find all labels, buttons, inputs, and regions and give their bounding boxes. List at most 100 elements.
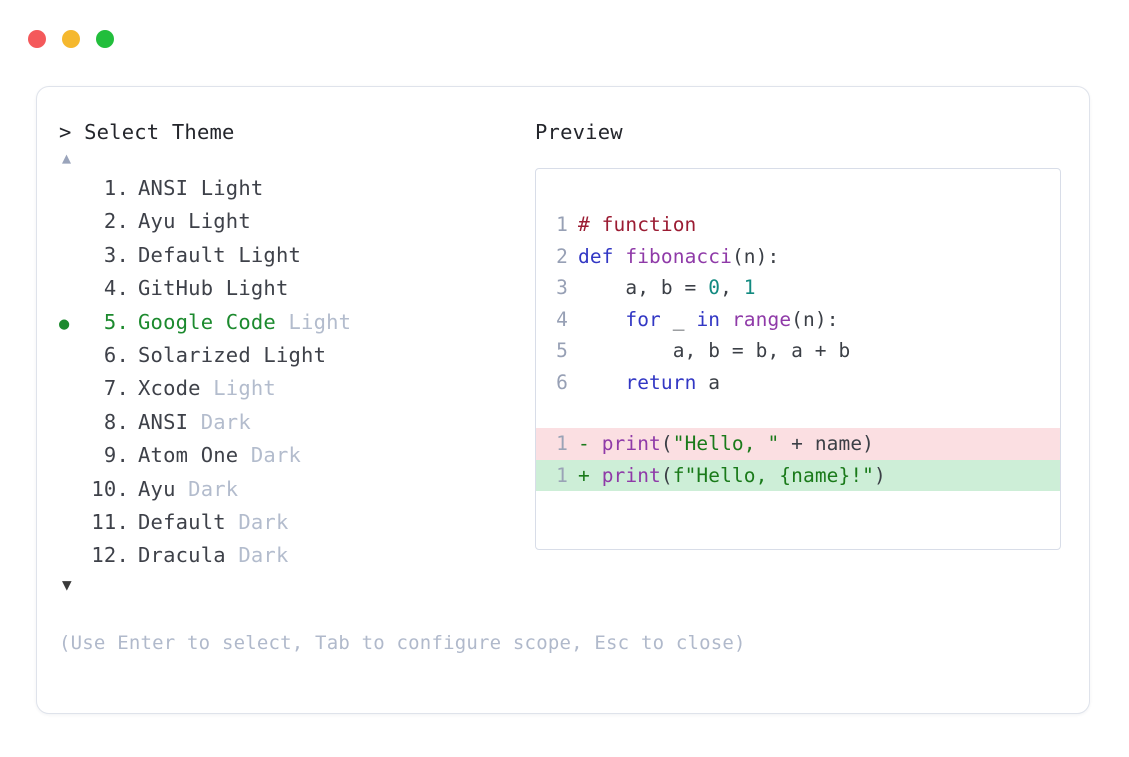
theme-list-item[interactable]: ●10. Ayu Dark (59, 474, 519, 507)
theme-item-index: 4. (103, 276, 129, 301)
code-token-fn: print (601, 432, 661, 455)
theme-list-item[interactable]: ●11.Default Dark (59, 507, 519, 540)
code-token-plain: ) (874, 463, 886, 487)
code-token-kw: in (696, 307, 721, 331)
minimize-button[interactable] (62, 30, 80, 48)
theme-item-index: 5. (103, 309, 129, 334)
theme-list-item[interactable]: ●8.ANSI Dark (59, 407, 519, 440)
code-line: 3 a, b = 0, 1 (536, 272, 1060, 304)
code-token-plain: a (696, 370, 721, 394)
bullet-placeholder: ● (59, 442, 85, 473)
code-line-number: 4 (556, 307, 568, 331)
theme-item-index: 11. (91, 510, 129, 535)
theme-list-item[interactable]: ● 9. Atom One Dark (59, 440, 519, 473)
theme-item-variant: Dark (238, 510, 289, 535)
code-line-number: 1 (556, 463, 568, 487)
prompt-label: > Select Theme (59, 120, 235, 144)
code-line-text: def fibonacci(n): (578, 241, 779, 273)
bullet-placeholder: ● (59, 476, 85, 507)
theme-list-item[interactable]: ●2.Ayu Light (59, 206, 519, 239)
theme-item-name: GitHub (138, 276, 226, 301)
bullet-placeholder: ● (59, 275, 85, 306)
code-token-str: f"Hello, {name}!" (672, 463, 875, 487)
theme-list-item[interactable]: ●7.Xcode Light (59, 373, 519, 406)
code-line-text: for _ in range(n): (578, 304, 839, 336)
theme-item-index: 10. (91, 476, 129, 501)
theme-item-variant: Dark (238, 543, 289, 568)
code-token-plain: a, b = b, a + b (578, 339, 851, 362)
diff-line-added: 1 + print(f"Hello, {name}!") (536, 459, 1060, 492)
theme-list-item[interactable]: ●3.Default Light (59, 240, 519, 273)
theme-list-item[interactable]: ●5.Google Code Light (59, 307, 519, 340)
theme-item-index: 8. (103, 409, 129, 434)
bullet-placeholder: ● (59, 509, 85, 540)
theme-list[interactable]: ●1.ANSI Light●2.Ayu Light●3.Default Ligh… (59, 173, 519, 574)
theme-item-name: Solarized (138, 343, 264, 368)
theme-item-name: ANSI (138, 409, 201, 434)
bullet-placeholder: ● (59, 242, 85, 273)
theme-item-variant: Dark (188, 476, 239, 501)
code-line-text: a, b = b, a + b (578, 335, 851, 367)
code-token-fn: print (601, 463, 661, 487)
diff-line-removed: 1- print("Hello, " + name) (536, 428, 1060, 460)
code-line-number: 1 (556, 432, 568, 455)
theme-item-variant: Dark (250, 443, 302, 468)
preview-title: Preview (535, 120, 623, 144)
theme-item-name: ANSI (138, 176, 201, 200)
code-token-plain (578, 371, 625, 394)
theme-item-index: 9. (103, 443, 129, 468)
diff-block: 1- print("Hello, " + name)1+ print(f"Hel… (536, 428, 1060, 491)
theme-picker-panel: > Select Theme ▲ ●1.ANSI Light●2.Ayu Lig… (59, 117, 519, 596)
theme-list-item[interactable]: ● 6. Solarized Light (59, 340, 519, 373)
bullet-placeholder: ● (59, 542, 85, 573)
theme-list-item[interactable]: ●12.Dracula Dark (59, 540, 519, 573)
code-line: 5 a, b = b, a + b (536, 335, 1060, 367)
keyboard-hint-text: (Use Enter to select, Tab to configure s… (59, 632, 746, 654)
bullet-placeholder: ● (59, 208, 85, 239)
code-token-plain (578, 308, 625, 331)
theme-item-name: Default (138, 242, 239, 267)
code-token-fn: fibonacci (625, 244, 732, 268)
maximize-button[interactable] (96, 30, 114, 48)
theme-list-item[interactable]: ● 4. GitHub Light (59, 273, 519, 306)
theme-item-name: Atom One (138, 443, 251, 468)
theme-item-name: Ayu (138, 476, 189, 501)
theme-list-item[interactable]: ● 1. ANSI Light (59, 173, 519, 206)
theme-item-variant: Dark (200, 409, 251, 434)
bullet-placeholder: ● (59, 175, 85, 206)
code-token-plain (720, 308, 732, 331)
code-token-plain: ( (660, 432, 673, 455)
code-token-marker: + (578, 463, 602, 487)
code-line-text: + print(f"Hello, {name}!") (578, 460, 886, 492)
theme-item-index: 6. (103, 343, 129, 368)
theme-item-index: 7. (103, 376, 129, 401)
code-line-number: 6 (556, 370, 568, 394)
code-token-kw: for (625, 307, 661, 331)
close-button[interactable] (28, 30, 46, 48)
code-line-text: return a (578, 367, 720, 399)
bullet-placeholder: ● (59, 342, 85, 373)
theme-item-variant: Light (200, 176, 264, 200)
scroll-down-arrow-icon[interactable]: ▼ (62, 574, 72, 594)
theme-item-index: 1. (103, 176, 129, 200)
code-token-marker: - (578, 432, 602, 455)
theme-item-variant: Light (225, 276, 289, 301)
code-token-plain: ( (660, 463, 673, 487)
code-line-number: 1 (556, 213, 568, 236)
code-token-comment: # function (578, 213, 697, 236)
theme-selector-card: > Select Theme ▲ ●1.ANSI Light●2.Ayu Lig… (36, 86, 1090, 714)
theme-item-variant: Light (213, 376, 276, 401)
code-line-text: a, b = 0, 1 (578, 272, 756, 304)
theme-item-variant: Light (188, 209, 251, 234)
theme-item-name: Dracula (138, 543, 239, 568)
theme-item-variant: Light (263, 343, 327, 368)
code-line: 1 # function (536, 209, 1060, 241)
code-spacer (536, 398, 1060, 428)
theme-item-name: Ayu (138, 209, 189, 234)
code-line-text: # function (578, 209, 696, 241)
scroll-up-arrow-icon[interactable]: ▲ (62, 149, 72, 167)
